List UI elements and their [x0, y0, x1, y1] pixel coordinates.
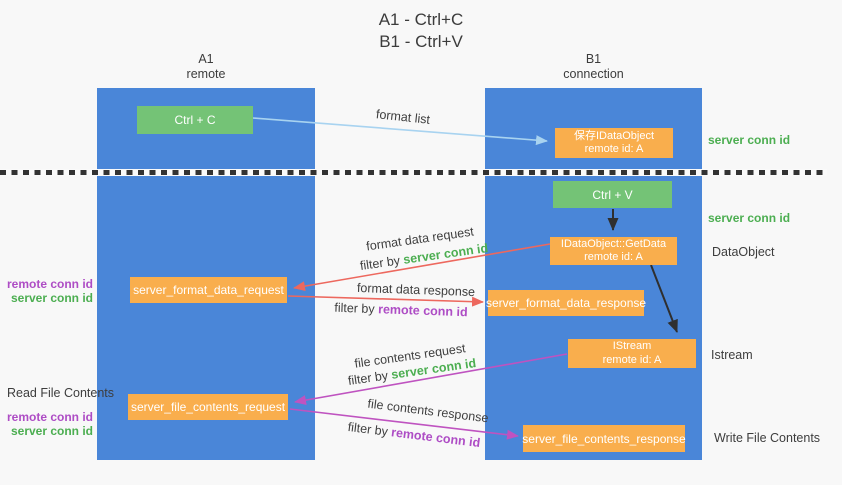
server-file-contents-request-label: server_file_contents_request	[130, 400, 286, 414]
filter-by-remote-conn-id-label-2: filter by remote conn id	[347, 420, 481, 450]
filter-by-prefix: filter by	[334, 300, 379, 317]
format-list-label: format list	[375, 107, 431, 127]
server-conn-id-annotation-left-bottom: server conn id	[10, 424, 93, 438]
getdata-line1: IDataObject::GetData	[560, 237, 667, 250]
ctrl-c-label: Ctrl + C	[174, 113, 216, 127]
ctrl-c-node: Ctrl + C	[137, 106, 253, 134]
left-lifeline-name: A1	[198, 52, 214, 66]
format-data-response-label: format data response	[356, 280, 476, 300]
save-idataobject-line2: remote id: A	[584, 143, 644, 155]
getdata-line2: remote id: A	[584, 251, 643, 263]
write-file-contents-annotation: Write File Contents	[714, 431, 821, 445]
read-file-contents-annotation: Read File Contents	[7, 386, 115, 400]
istream-line1: IStream	[612, 340, 652, 352]
server-format-data-response-node: server_format_data_response	[485, 290, 647, 316]
server-conn-id-annotation-ctrlv-right: server conn id	[708, 211, 791, 225]
file-contents-response-label: file contents response	[366, 396, 490, 426]
dataobject-annotation: DataObject	[712, 245, 775, 259]
left-bottom-conn-id-annotations: remote conn id server conn id	[0, 410, 93, 438]
server-file-contents-request-node: server_file_contents_request	[128, 394, 288, 420]
ctrl-v-node: Ctrl + V	[553, 181, 672, 208]
save-idataobject-node: 保存IDataObject remote id: A	[555, 128, 673, 158]
save-idataobject-line1: 保存IDataObject	[573, 129, 655, 142]
right-lifeline-name: B1	[585, 52, 602, 66]
istream-node: IStream remote id: A	[568, 339, 696, 368]
title-line-2: B1 - Ctrl+V	[379, 32, 463, 51]
left-mid-conn-id-annotations: remote conn id server conn id	[0, 277, 93, 305]
filter-by-remote-conn-id-label-1: filter by remote conn id	[334, 301, 468, 320]
right-lifeline-role: connection	[563, 67, 624, 81]
server-file-contents-response-node: server_file_contents_response	[522, 425, 686, 452]
server-file-contents-response-label: server_file_contents_response	[522, 431, 686, 446]
server-format-data-request-node: server_format_data_request	[130, 277, 287, 303]
server-conn-id-annotation-left-mid: server conn id	[10, 291, 93, 305]
server-format-data-request-label: server_format_data_request	[133, 283, 284, 297]
ctrl-v-label: Ctrl + V	[592, 187, 633, 202]
filter-by-prefix: filter by	[359, 252, 405, 273]
remote-conn-id-annotation-left-bottom: remote conn id	[6, 410, 93, 424]
filter-by-prefix: filter by	[346, 419, 393, 440]
left-lifeline-header: A1 remote	[97, 52, 315, 82]
diagram-title: A1 - Ctrl+C B1 - Ctrl+V	[0, 9, 842, 53]
getdata-node: IDataObject::GetData remote id: A	[550, 237, 677, 265]
filter-by-prefix: filter by	[347, 367, 393, 388]
remote-conn-id-inline: remote conn id	[390, 425, 482, 451]
server-format-data-response-label: server_format_data_response	[485, 296, 647, 310]
title-line-1: A1 - Ctrl+C	[378, 10, 464, 29]
istream-annotation: Istream	[711, 348, 753, 362]
right-lifeline-header: B1 connection	[485, 52, 702, 82]
remote-conn-id-inline: remote conn id	[377, 302, 468, 320]
server-conn-id-annotation-top-right: server conn id	[708, 133, 791, 147]
istream-line2: remote id: A	[602, 353, 662, 366]
remote-conn-id-annotation-left-mid: remote conn id	[6, 277, 93, 291]
left-lifeline-role: remote	[186, 67, 226, 81]
